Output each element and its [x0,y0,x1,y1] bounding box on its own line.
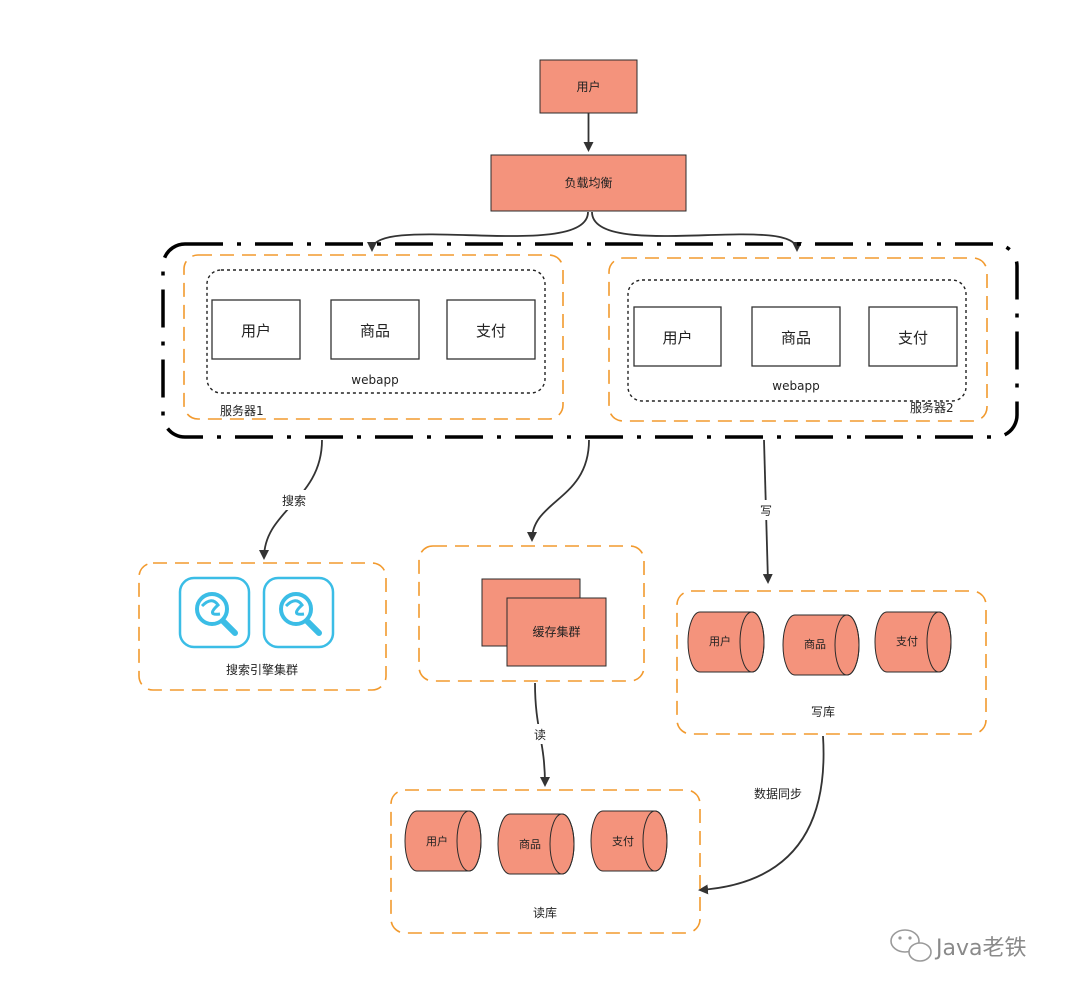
cache-cluster-group: 缓存集群 [418,545,645,682]
read-db-table-user: 用户 [404,810,482,872]
data-sync-arrow [698,735,825,895]
read-db-product-label: 商品 [519,837,541,851]
server-cluster-boundary [161,242,1019,439]
write-db-group: 用户 商品 支付 写库 [676,590,987,735]
watermark-text: Java老铁 [934,936,1026,961]
write-db-table-user: 用户 [687,611,765,673]
webapp-1-border [206,269,546,394]
read-db-border [390,789,701,934]
server-1-module-payment [446,299,536,360]
server-1-group: 用户 商品 支付 webapp 服务器1 [183,254,564,420]
webapp-2-border [627,279,967,402]
cache-node-front [506,597,607,667]
search-cluster-group: 搜索引擎集群 [138,562,387,691]
read-db-label: 读库 [533,905,557,920]
server-2-module-payment [868,306,958,367]
server-1-module-payment-label: 支付 [476,322,506,340]
write-db-table-product: 商品 [782,614,860,676]
cache-cluster-border [418,545,645,682]
lb-to-server2-arrow [591,211,802,252]
load-balancer-label: 负载均衡 [564,176,612,190]
server-2-module-product-label: 商品 [781,329,811,347]
search-cluster-label: 搜索引擎集群 [226,662,298,677]
search-engine-icon [262,576,335,649]
server-2-label: 服务器2 [910,400,954,415]
server-1-module-user [211,299,301,360]
read-db-table-product: 商品 [497,813,575,875]
webapp-1-label: webapp [351,373,398,387]
read-db-table-payment: 支付 [590,810,668,872]
search-edge-label: 搜索 [282,493,306,508]
search-cluster-border [138,562,387,691]
write-db-product-label: 商品 [804,637,826,651]
read-edge-label: 读 [534,728,546,742]
cache-cluster-label: 缓存集群 [532,624,580,639]
server-2-group: 用户 商品 支付 webapp 服务器2 [608,257,988,422]
user-node: 用户 [539,59,638,114]
write-db-table-payment: 支付 [874,611,952,673]
user-node-label: 用户 [576,79,600,94]
write-db-label: 写库 [811,704,835,719]
server-2-module-user [633,306,722,367]
server-1-border [183,254,564,420]
write-db-border [676,590,987,735]
server-1-module-product [330,299,420,360]
server-2-module-user-label: 用户 [662,329,692,347]
read-db-user-label: 用户 [426,834,448,848]
write-edge-label: 写 [760,504,772,518]
watermark: Java老铁 [890,929,1026,962]
data-sync-edge-label: 数据同步 [754,786,802,801]
server-2-border [608,257,988,422]
server-1-module-product-label: 商品 [360,322,390,340]
load-balancer-node: 负载均衡 [490,154,687,212]
server-1-module-user-label: 用户 [241,322,271,340]
read-db-payment-label: 支付 [612,835,634,848]
webapp-2-label: webapp [772,379,819,393]
lb-to-server1-arrow [367,211,589,252]
search-engine-icon [178,576,251,649]
server-1-label: 服务器1 [220,403,264,418]
wechat-icon [890,929,932,962]
read-db-group: 用户 商品 支付 读库 [390,789,701,934]
server-2-module-product [751,306,841,367]
server-2-module-payment-label: 支付 [898,329,928,347]
write-db-user-label: 用户 [709,634,731,648]
write-db-payment-label: 支付 [896,635,918,648]
cache-arrow [527,439,590,542]
